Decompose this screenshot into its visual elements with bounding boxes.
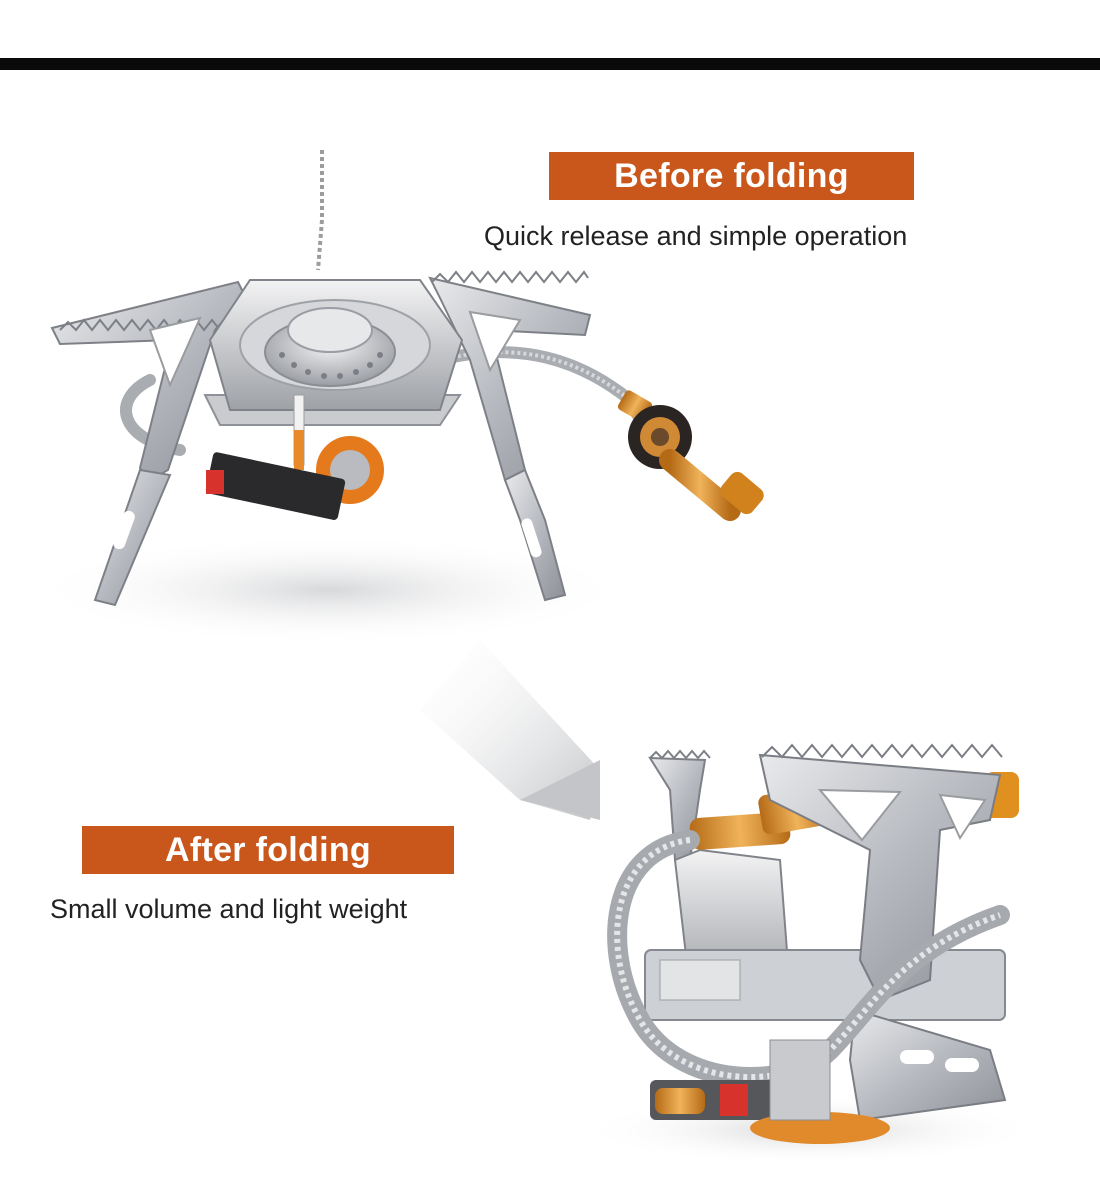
after-folding-subtitle: Small volume and light weight [50, 894, 408, 924]
fold-arrow [420, 640, 600, 820]
before-folding-label: Before folding [549, 152, 914, 200]
stove-folded [607, 743, 1019, 1144]
stove-unfolded [50, 150, 764, 607]
top-divider-bar [0, 58, 1100, 70]
after-folding-label: After folding [82, 826, 454, 874]
before-folding-subtitle: Quick release and simple operation [484, 221, 908, 251]
